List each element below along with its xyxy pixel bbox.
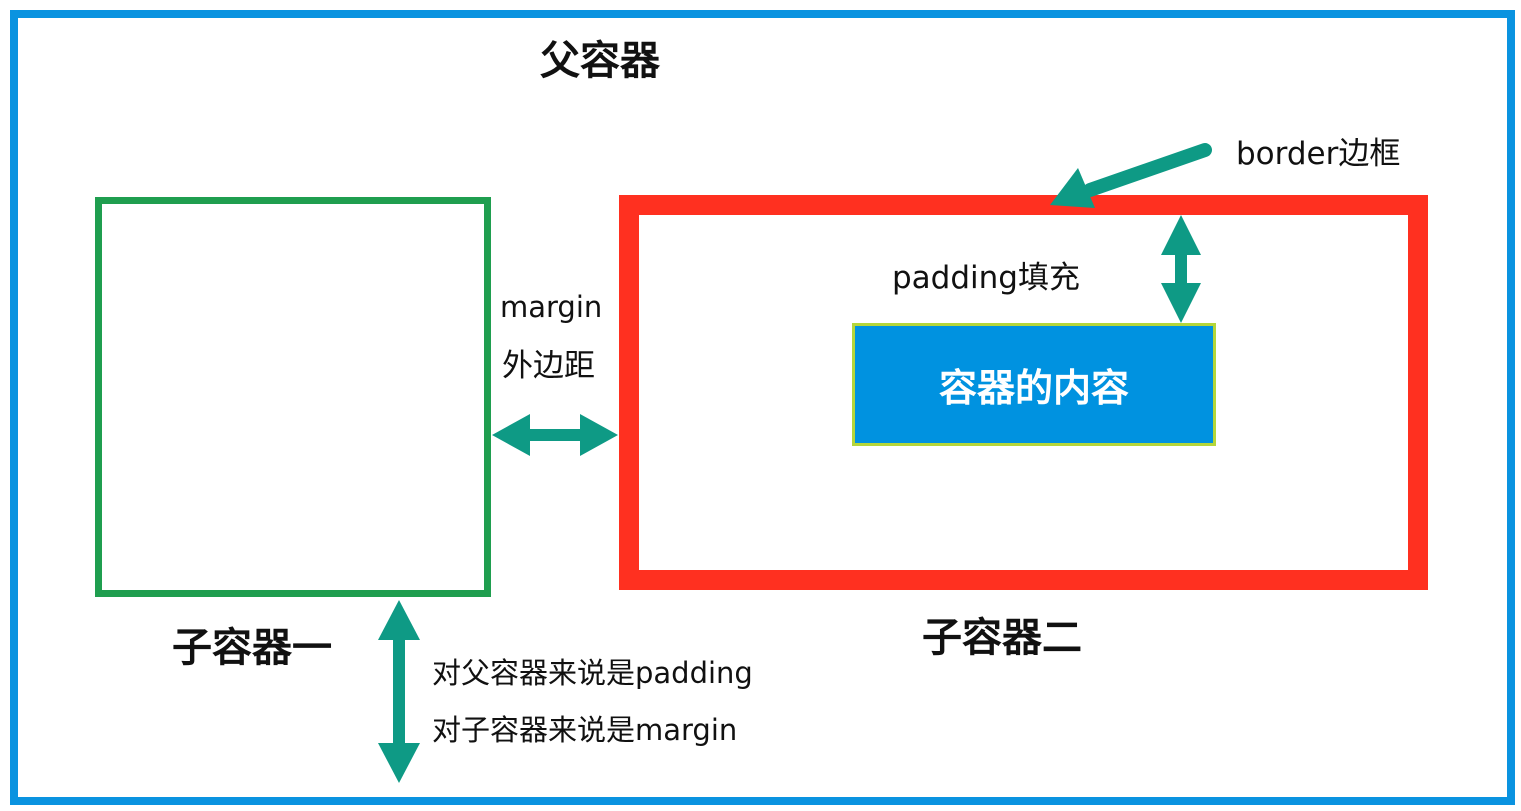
container-content-box: 容器的内容 — [852, 323, 1216, 446]
padding-double-arrow-icon — [1161, 215, 1201, 323]
child-container-one — [95, 197, 491, 597]
child-container-two — [619, 195, 1428, 590]
margin-double-arrow-icon — [492, 414, 618, 456]
margin-label-en: margin — [500, 290, 603, 324]
margin-label-cn: 外边距 — [502, 348, 595, 384]
border-arrow-head — [1050, 168, 1095, 208]
border-arrow-shaft — [1083, 143, 1212, 197]
parent-container — [10, 10, 1515, 805]
note-line-1: 对父容器来说是padding — [432, 656, 753, 690]
content-label: 容器的内容 — [938, 366, 1129, 410]
child1-label: 子容器一 — [172, 625, 332, 671]
note-line-2: 对子容器来说是margin — [432, 713, 738, 747]
border-label: border边框 — [1236, 136, 1401, 172]
child2-label: 子容器二 — [922, 615, 1082, 661]
padding-label: padding填充 — [892, 260, 1080, 296]
spacing-double-arrow-icon — [378, 600, 420, 783]
parent-label: 父容器 — [540, 38, 660, 84]
